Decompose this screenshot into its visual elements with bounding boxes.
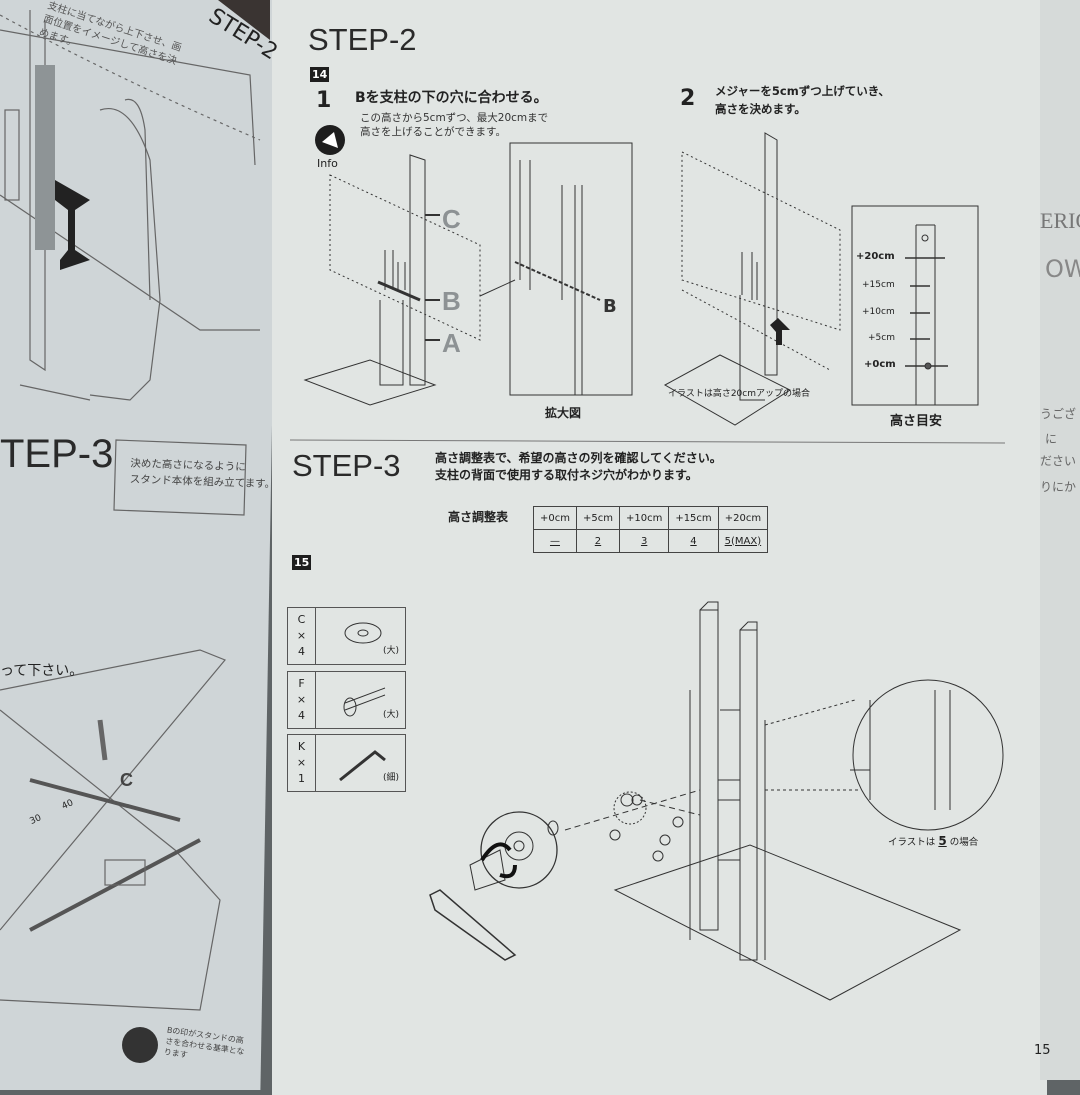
left-step3-title: TEP-3 xyxy=(0,432,114,476)
scale-label: +10cm xyxy=(862,307,895,317)
next-page-edge xyxy=(1040,0,1080,1080)
info-label: Info xyxy=(317,157,338,170)
table-header-row: +0cm +5cm +10cm +15cm +20cm xyxy=(533,506,769,530)
table-header: +15cm xyxy=(668,506,719,530)
heading-line: メジャーを5cmずつ上げていき、 xyxy=(715,84,890,98)
height-adjust-table: +0cm +5cm +10cm +15cm +20cm — 2 3 4 5(MA… xyxy=(533,506,769,553)
table-header: +10cm xyxy=(618,506,670,530)
step3-text-line: 支柱の背面で使用する取付ネジ穴がわかります。 xyxy=(435,468,698,482)
part-size: (大) xyxy=(382,646,399,656)
part-label: C×4 xyxy=(288,608,316,664)
scale-label: +0cm xyxy=(864,359,896,370)
info-line: 高さを上げることができます。 xyxy=(360,126,506,138)
far-fragment: りにか xyxy=(1040,480,1077,494)
step3-text: 高さ調整表で、希望の高さの列を確認してください。 支柱の背面で使用する取付ネジ穴… xyxy=(435,450,722,484)
substep-number: 1 xyxy=(316,88,332,113)
part-size: (細) xyxy=(382,773,399,783)
table-cell: 2 xyxy=(575,529,620,553)
info-line: この高さから5cmずつ、最大20cmまで xyxy=(360,112,549,124)
far-fragment: OW xyxy=(1045,255,1080,283)
table-row: — 2 3 4 5(MAX) xyxy=(533,529,769,553)
table-header: +0cm xyxy=(533,506,577,530)
scale-label: +15cm xyxy=(862,280,895,290)
table-header: +5cm xyxy=(575,506,620,530)
label-a: A xyxy=(442,328,461,358)
part-size: (大) xyxy=(382,710,399,720)
label-b: B xyxy=(442,286,461,316)
table-cell: 4 xyxy=(668,529,719,553)
table-label: 高さ調整表 xyxy=(448,510,509,524)
table-cell: — xyxy=(533,529,577,553)
step2-title: STEP-2 xyxy=(308,22,417,57)
table-header: +20cm xyxy=(717,506,769,530)
part-k: K×1 (細) xyxy=(287,734,406,792)
step3-title: STEP-3 xyxy=(292,448,401,483)
figure-number-badge: 15 xyxy=(292,555,312,570)
step3-text-line: 高さ調整表で、希望の高さの列を確認してください。 xyxy=(435,451,722,465)
label-c: C xyxy=(442,204,461,234)
scale-label: +5cm xyxy=(868,333,895,343)
part-f: F×4 (大) xyxy=(287,671,406,729)
part-label: K×1 xyxy=(288,735,316,791)
detail-caption: イラストは 5 の場合 xyxy=(888,834,979,848)
substep1-heading: Bを支柱の下の穴に合わせる。 xyxy=(355,90,548,106)
heading-line: 高さを決めます。 xyxy=(715,102,806,116)
info-text: この高さから5cmずつ、最大20cmまで 高さを上げることができます。 xyxy=(360,111,548,139)
left-instruction-fragment: って下さい。 xyxy=(0,663,84,679)
zoom-caption: 拡大図 xyxy=(545,406,582,420)
substep-number: 2 xyxy=(680,86,696,111)
scale-caption: 高さ目安 xyxy=(890,414,943,429)
far-fragment: うござ xyxy=(1040,407,1077,421)
page-number: 15 xyxy=(1034,1043,1051,1058)
figure-number-badge: 14 xyxy=(310,67,330,82)
part-c: C×4 (大) xyxy=(287,607,406,665)
table-cell: 5(MAX) xyxy=(717,529,769,553)
zoom-label-b: B xyxy=(603,296,617,317)
substep2-heading: メジャーを5cmずつ上げていき、 高さを決めます。 xyxy=(715,82,890,118)
table-cell: 3 xyxy=(618,529,670,553)
scale-label: +20cm xyxy=(856,251,895,262)
far-fragment: に xyxy=(1045,432,1058,446)
fig-caption: イラストは高さ20cmアップの場合 xyxy=(668,389,810,399)
far-fragment: ださい xyxy=(1040,454,1077,468)
left-label-c: C xyxy=(120,770,133,790)
part-label: F×4 xyxy=(288,672,316,728)
